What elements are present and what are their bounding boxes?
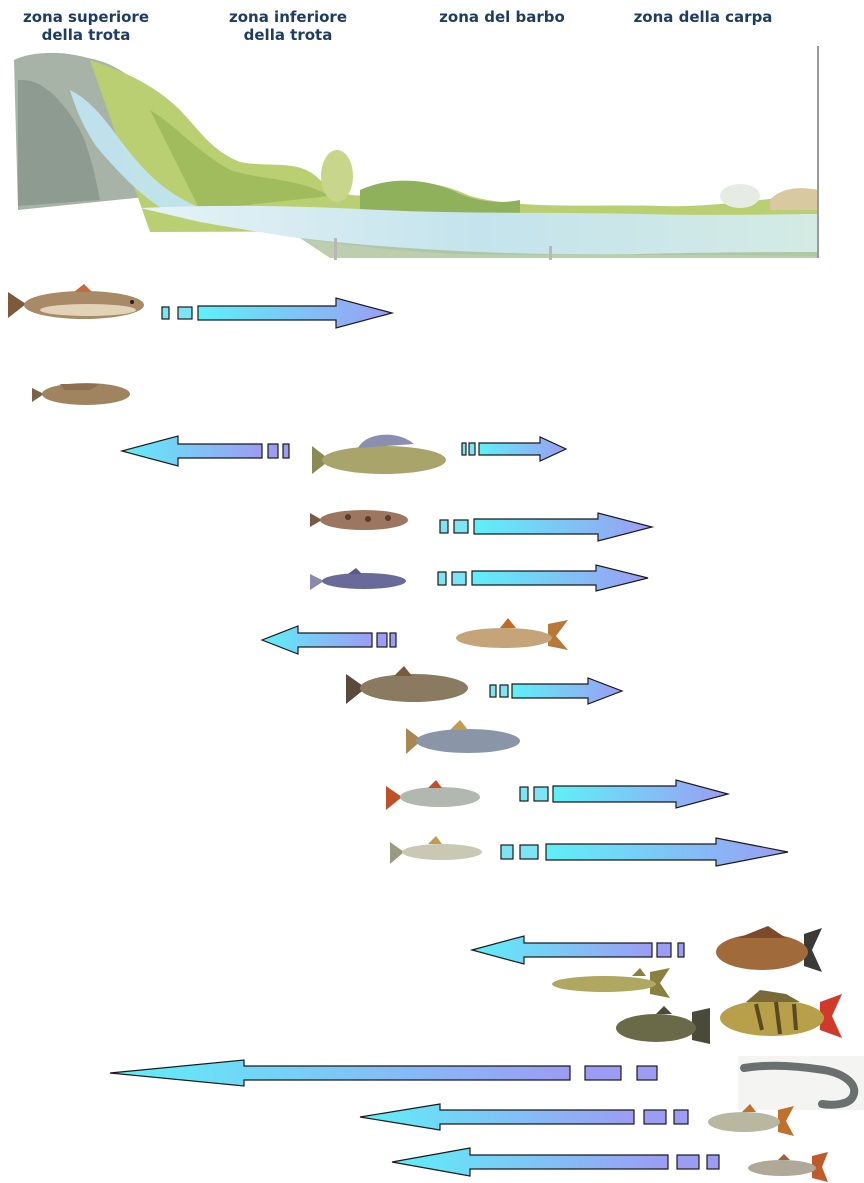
range-arrow-right — [462, 437, 566, 461]
tench-icon — [612, 1004, 712, 1048]
bullhead-icon — [30, 376, 130, 412]
barbel-icon — [452, 616, 570, 654]
range-arrow-right — [490, 678, 622, 704]
range-arrow-left — [110, 1060, 657, 1086]
brown-trout-icon — [4, 282, 146, 328]
carp-icon — [712, 924, 824, 976]
grayling-icon — [310, 428, 446, 480]
range-arrow-left — [262, 626, 396, 654]
eel-icon — [738, 1056, 864, 1110]
range-arrow-right — [520, 780, 728, 808]
minnow-icon — [744, 1152, 830, 1182]
pike-icon — [548, 966, 672, 1000]
chub-icon — [344, 664, 470, 710]
rudd-icon — [704, 1104, 796, 1138]
range-arrow-left — [122, 436, 289, 466]
stone-loach-icon — [308, 503, 408, 537]
range-arrow-right — [162, 298, 392, 328]
range-arrow-left — [392, 1148, 719, 1176]
range-arrow-right — [440, 513, 652, 541]
range-arrow-right — [501, 838, 788, 866]
nase-icon — [404, 720, 522, 760]
perch-icon — [716, 990, 844, 1042]
range-arrow-right — [438, 565, 648, 591]
roach-icon — [384, 780, 480, 814]
range-arrow-left — [360, 1104, 688, 1130]
gudgeon-icon — [308, 564, 406, 598]
range-arrow-left — [472, 936, 684, 964]
bleak-icon — [388, 836, 482, 868]
